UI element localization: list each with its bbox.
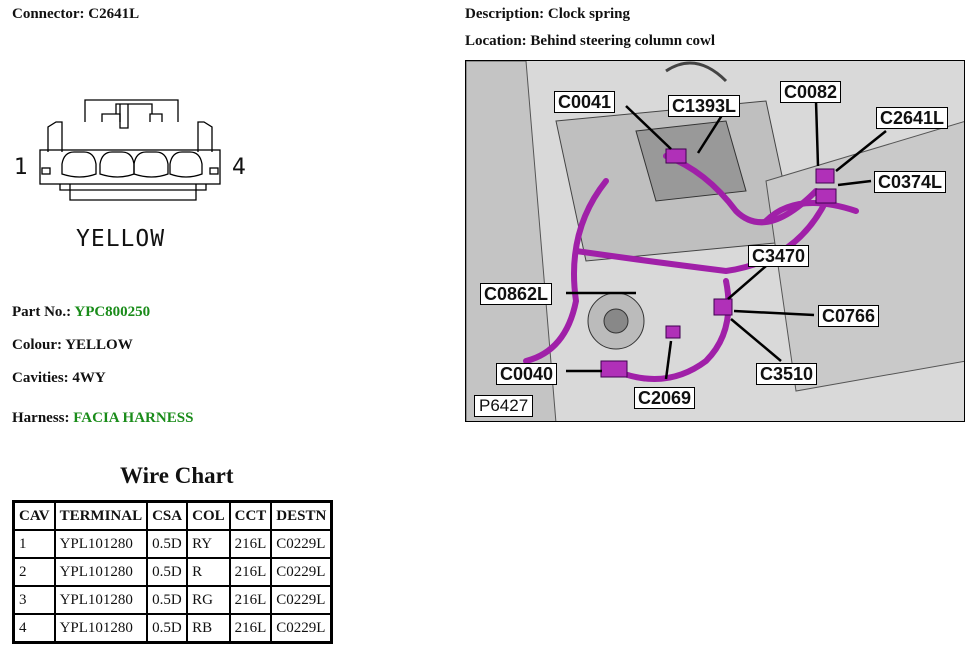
description-value: Clock spring [547,6,631,22]
cell-cav: 2 [12,557,56,587]
cell-cct: 216L [228,557,273,587]
cell-csa: 0.5D [146,585,189,615]
cell-col: RG [186,585,231,615]
callout-c0082: C0082 [780,81,842,103]
cell-cct: 216L [228,529,273,559]
cell-terminal: YPL101280 [53,557,149,587]
cell-terminal: YPL101280 [53,585,149,615]
pin-1-number: 1 [14,155,28,180]
connector-line: Connector: C2641L [12,6,139,23]
harness-line: Harness: FACIA HARNESS [12,410,193,427]
location-line: Location: Behind steering column cowl [465,33,715,50]
part-no-line: Part No.: YPC800250 [12,304,150,321]
header-csa: CSA [146,500,189,531]
cell-destn: C0229L [270,613,333,644]
cell-destn: C0229L [270,529,333,559]
harness-value: FACIA HARNESS [73,410,194,426]
pin-4-number: 4 [232,155,246,180]
wire-chart-table: CAV TERMINAL CSA COL CCT DESTN 1 YPL1012… [12,500,334,644]
dashboard-drawing [466,61,964,421]
location-label: Location: [465,33,527,49]
callout-c2069: C2069 [634,387,696,409]
callout-c0862l: C0862L [480,283,553,305]
colour-value: YELLOW [65,337,133,353]
cell-col: RB [186,613,231,644]
cell-terminal: YPL101280 [53,613,149,644]
table-row: 1 YPL101280 0.5D RY 216L C0229L [12,529,333,559]
cell-cct: 216L [228,585,273,615]
cell-terminal: YPL101280 [53,529,149,559]
header-cav: CAV [12,500,56,531]
callout-c0040: C0040 [496,363,558,385]
cavities-label: Cavities: [12,370,69,386]
callout-c2641l: C2641L [876,107,949,129]
connector-label: Connector: [12,6,85,22]
callout-c3470: C3470 [748,245,810,267]
table-row: 4 YPL101280 0.5D RB 216L C0229L [12,613,333,644]
callout-c1393l: C1393L [668,95,741,117]
cavities-line: Cavities: 4WY [12,370,106,387]
description-line: Description: Clock spring [465,6,630,23]
cell-destn: C0229L [270,557,333,587]
header-col: COL [186,500,231,531]
callout-c0374l: C0374L [874,171,947,193]
table-header-row: CAV TERMINAL CSA COL CCT DESTN [12,500,333,531]
part-no-value: YPC800250 [74,304,151,320]
cell-csa: 0.5D [146,557,189,587]
cell-cav: 4 [12,613,56,644]
cell-csa: 0.5D [146,613,189,644]
table-row: 2 YPL101280 0.5D R 216L C0229L [12,557,333,587]
header-destn: DESTN [270,500,333,531]
cell-cct: 216L [228,613,273,644]
cell-col: R [186,557,231,587]
cell-cav: 1 [12,529,56,559]
description-label: Description: [465,6,545,22]
table-row: 3 YPL101280 0.5D RG 216L C0229L [12,585,333,615]
wire-chart-title: Wire Chart [120,463,234,488]
location-illustration: C0041 C1393L C0082 C2641L C0374L C3470 C… [465,60,965,422]
header-terminal: TERMINAL [53,500,149,531]
location-value: Behind steering column cowl [530,33,716,49]
connector-face-diagram [39,99,221,201]
part-no-label: Part No.: [12,304,72,320]
cell-cav: 3 [12,585,56,615]
photo-code: P6427 [474,395,534,417]
cell-col: RY [186,529,231,559]
callout-c0041: C0041 [554,91,616,113]
harness-label: Harness: [12,410,70,426]
connector-colour-caption: YELLOW [76,226,166,252]
cell-destn: C0229L [270,585,333,615]
colour-line: Colour: YELLOW [12,337,133,354]
colour-label: Colour: [12,337,62,353]
cell-csa: 0.5D [146,529,189,559]
callout-c3510: C3510 [756,363,818,385]
connector-value: C2641L [88,6,140,22]
header-cct: CCT [228,500,273,531]
callout-c0766: C0766 [818,305,880,327]
cavities-value: 4WY [72,370,106,386]
